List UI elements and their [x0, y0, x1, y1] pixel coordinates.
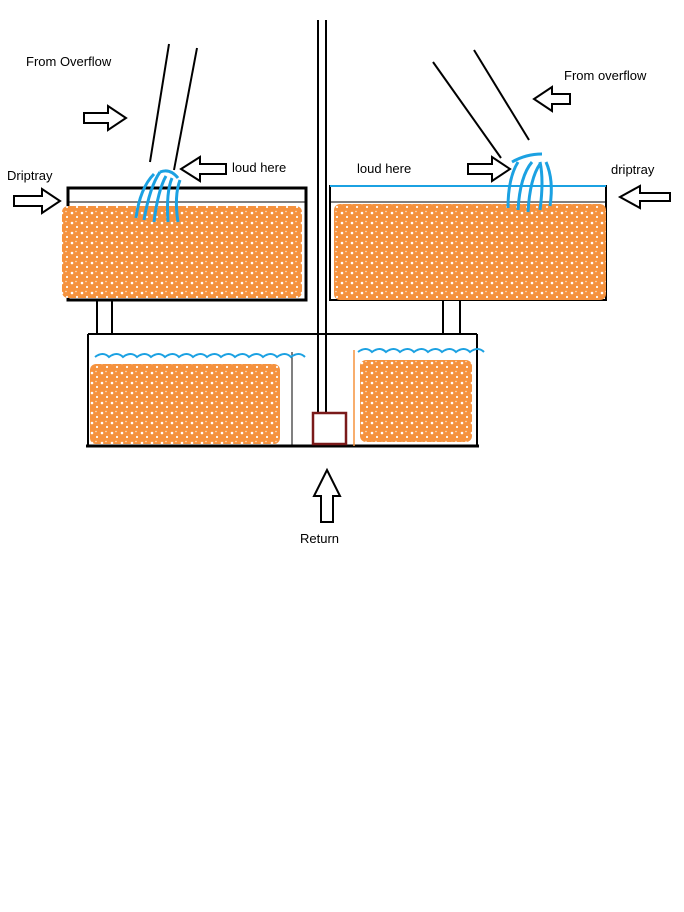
left-overflow-pipes: [149, 43, 198, 171]
up-arrow-icon: [312, 467, 342, 523]
right-arrow-icon: [13, 187, 62, 215]
left-drip-tray: [62, 186, 308, 302]
left-tray-media: [62, 206, 302, 298]
water-splash-icon: [506, 152, 553, 213]
left-arrow-icon: [617, 184, 671, 210]
left-arrow-icon: [532, 85, 571, 113]
label-driptray-right: driptray: [611, 162, 655, 177]
sump-tank: [86, 333, 485, 448]
right-arrow-icon: [467, 155, 512, 183]
label-from-overflow-right: From overflow: [564, 68, 647, 83]
label-loud-here-right: loud here: [357, 161, 412, 176]
label-return: Return: [300, 531, 340, 546]
label-from-overflow-left: From Overflow: [26, 54, 112, 69]
left-arrow-icon: [179, 155, 227, 183]
right-drip-tray: [329, 185, 607, 301]
right-arrow-icon: [83, 104, 128, 132]
tray-supports: [96, 300, 461, 334]
label-loud-here-left: loud here: [232, 160, 287, 175]
return-pump: [311, 411, 348, 446]
right-tray-media: [334, 204, 606, 300]
return-pipe: [317, 20, 327, 413]
sump-left-media: [90, 364, 280, 444]
right-overflow-pipes: [432, 49, 530, 159]
sump-right-media: [360, 360, 472, 442]
water-splash-icon: [134, 169, 182, 223]
label-driptray-left: Driptray: [7, 168, 53, 183]
right-water-line: [357, 348, 485, 354]
left-water-line: [94, 353, 306, 359]
